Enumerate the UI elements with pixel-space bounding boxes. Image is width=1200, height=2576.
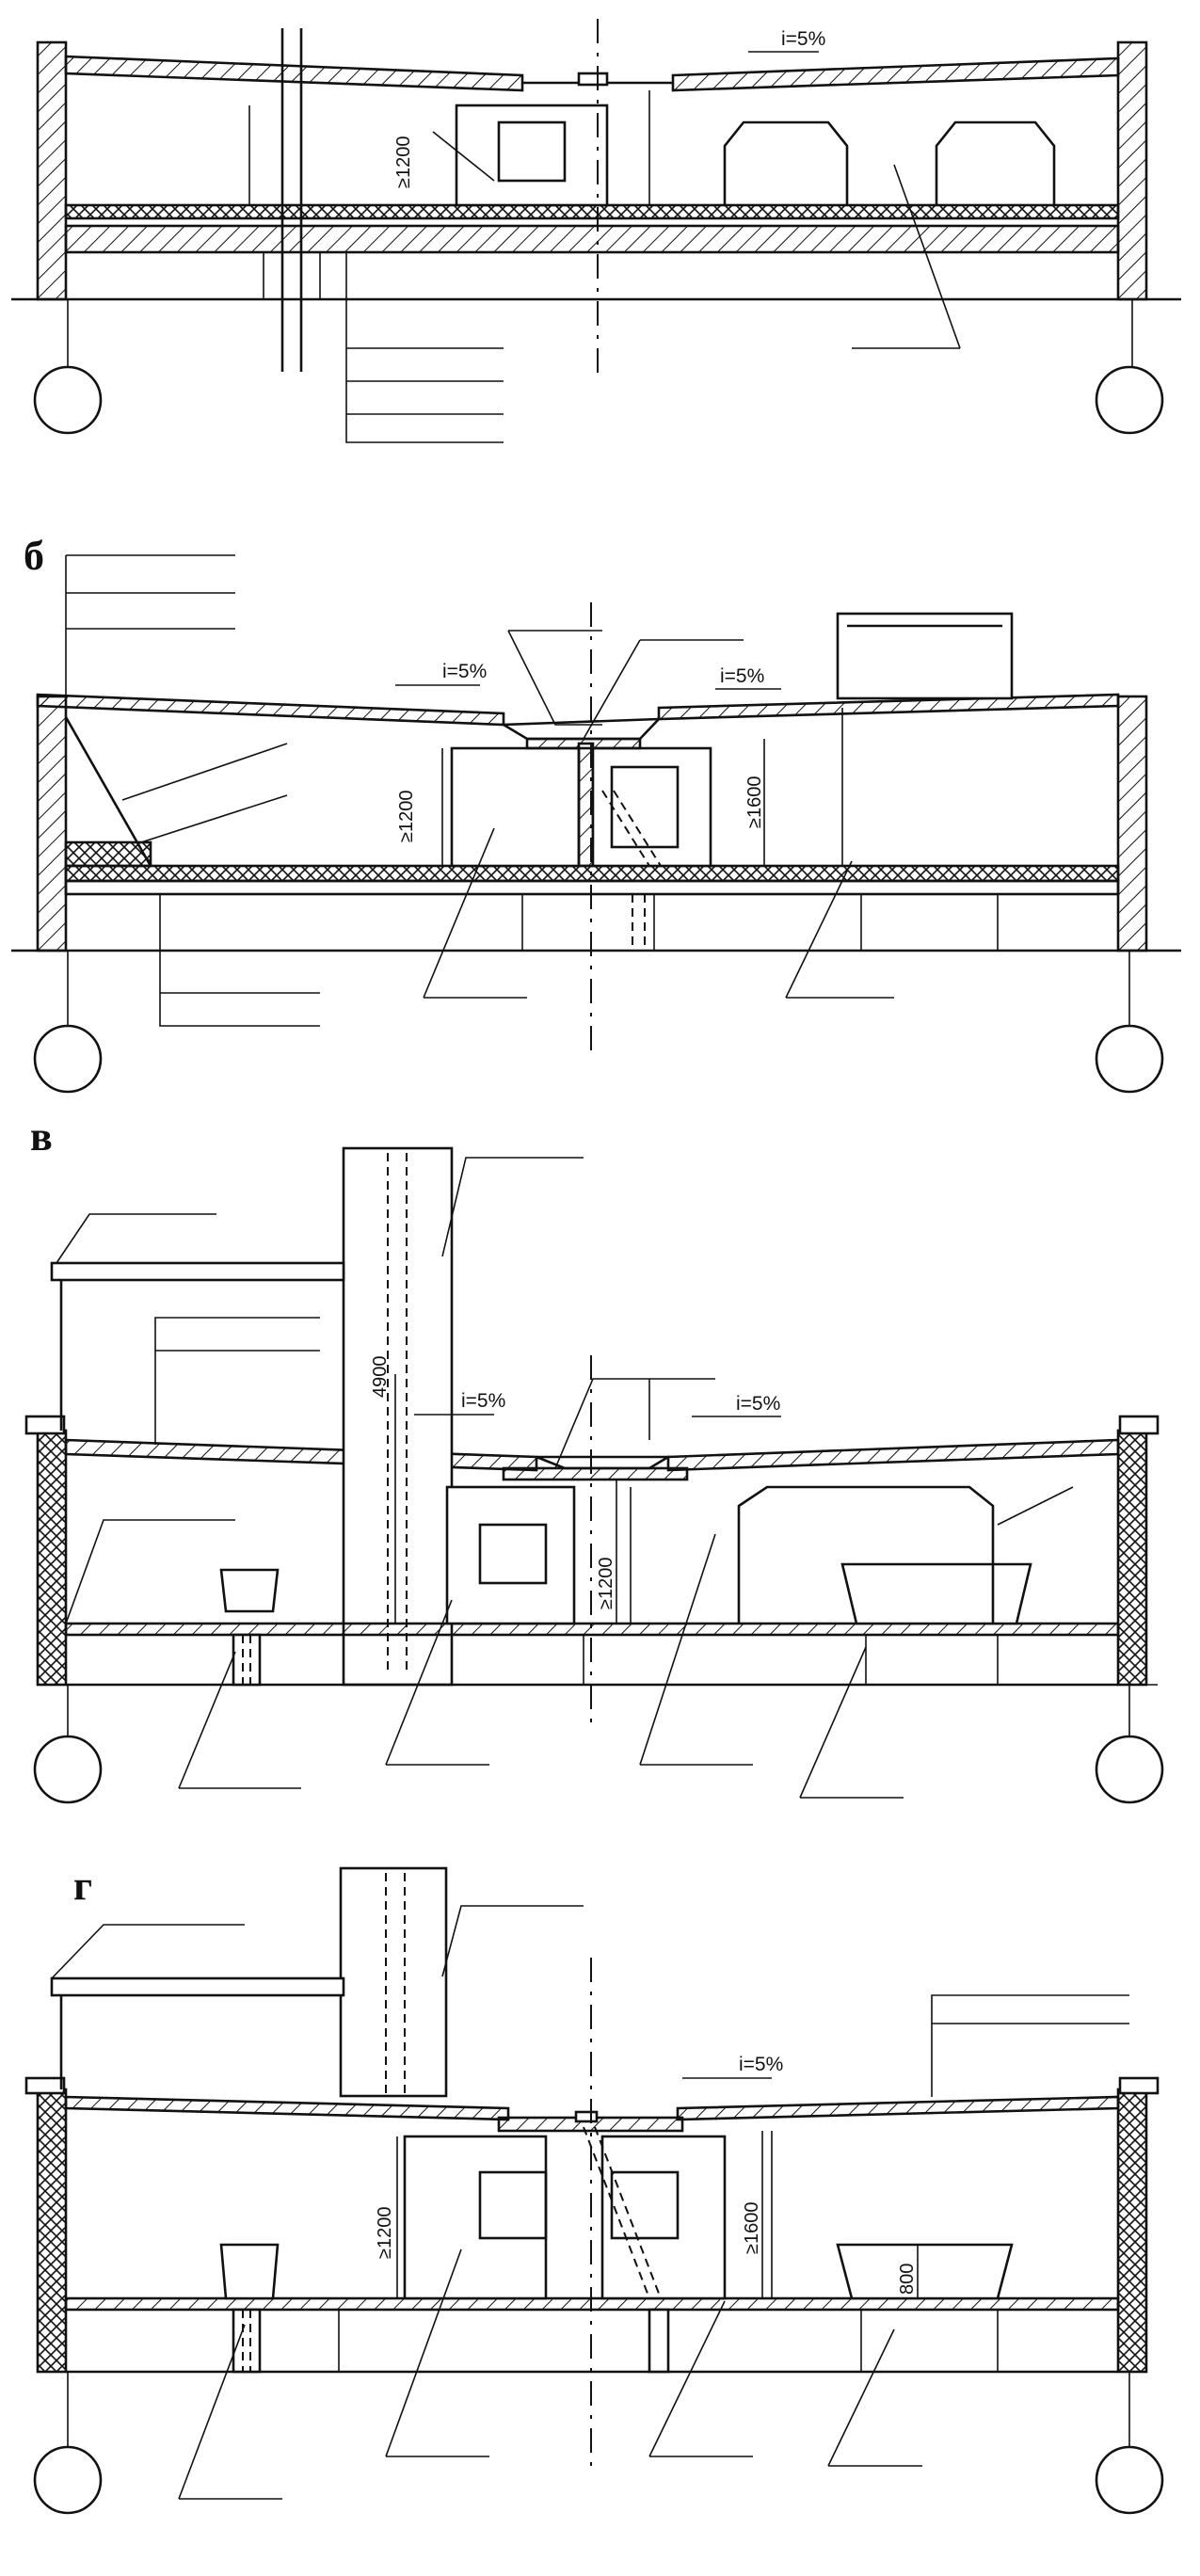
slope-label-v2: i=5% — [736, 1393, 780, 1415]
left-wall — [36, 695, 68, 952]
section-v: в — [24, 1113, 1164, 1804]
roof-slab-left — [36, 693, 505, 727]
panel-letter-v: в — [30, 1113, 53, 1160]
axis-marker-right — [1095, 1024, 1164, 1094]
slope-label-b2: i=5% — [720, 665, 764, 687]
section-b: б — [11, 533, 1181, 1094]
dim-label-a: ≥1200 — [393, 136, 414, 188]
floor-slab — [64, 224, 1120, 254]
axis-marker-left — [33, 1735, 103, 1804]
roof-slab-right — [666, 1438, 1120, 1472]
right-wall — [1116, 40, 1148, 301]
slope-label-g: i=5% — [739, 2054, 783, 2075]
dim-label-g2: ≥1600 — [742, 2202, 762, 2254]
slope-label-a: i=5% — [781, 28, 825, 50]
roof-slab-left — [64, 1438, 538, 1472]
roof-slab-right — [676, 2095, 1120, 2121]
dim-label-v1: 4900 — [370, 1356, 391, 1399]
floor-layer — [64, 203, 1120, 220]
left-wall — [36, 2088, 68, 2374]
roof-slab-right — [671, 56, 1120, 92]
left-wall — [36, 1429, 68, 1687]
section-g: г — [24, 1863, 1164, 2515]
right-wall — [1116, 2088, 1148, 2374]
right-wall — [1116, 1429, 1148, 1687]
slope-label-b1: i=5% — [442, 661, 487, 682]
dim-label-g1: ≥1200 — [375, 2207, 395, 2259]
dim-label-b2: ≥1600 — [744, 776, 765, 828]
right-wall — [1116, 695, 1148, 952]
dim-label-v2: ≥1200 — [596, 1558, 616, 1609]
left-wall — [36, 40, 68, 301]
roof-slab-left — [64, 55, 524, 92]
roof-slab-left — [64, 2095, 510, 2121]
dim-label-g3: 800 — [897, 2264, 918, 2295]
slope-label-v1: i=5% — [461, 1390, 505, 1412]
axis-marker-left — [33, 365, 103, 435]
floor-slab — [64, 1622, 1120, 1637]
panel-letter-b: б — [24, 533, 44, 579]
section-a: ≥1200 i=5% — [11, 19, 1181, 443]
axis-marker-left — [33, 2445, 103, 2515]
axis-marker-right — [1095, 365, 1164, 435]
axis-marker-right — [1095, 2445, 1164, 2515]
panel-letter-g: г — [73, 1863, 92, 1909]
axis-marker-right — [1095, 1735, 1164, 1804]
axis-marker-left — [33, 1024, 103, 1094]
dim-label-b1: ≥1200 — [396, 791, 417, 842]
